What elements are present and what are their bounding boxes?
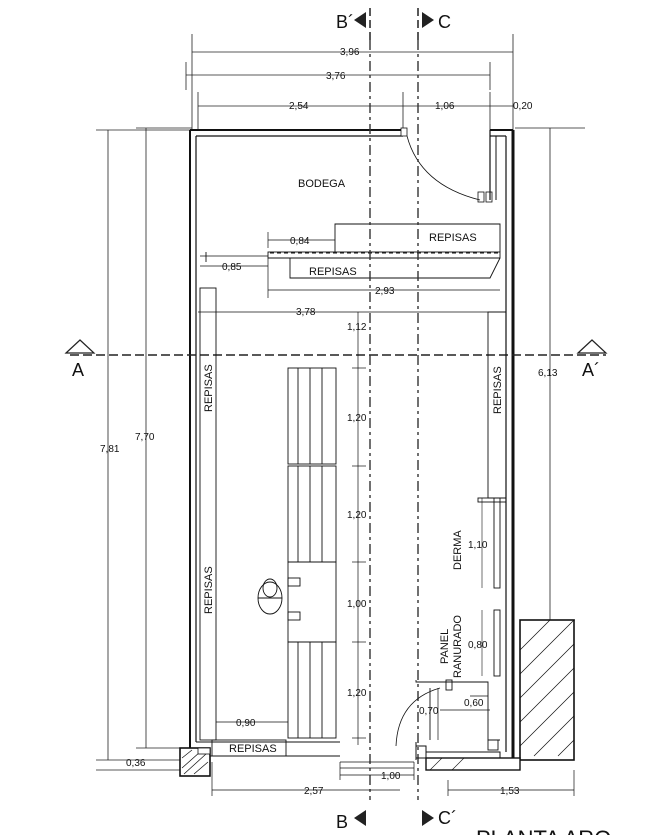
outer-walls (189, 129, 515, 760)
dim-right-height: 6,13 (538, 368, 558, 379)
dim-room-width: 3,78 (296, 307, 316, 318)
dim-bottom-width: 2,57 (304, 786, 324, 797)
plan-title: PLANTA ARQ (476, 826, 611, 835)
derma-unit (477, 497, 507, 589)
label-ranurado: RANURADO (452, 615, 464, 678)
central-tables (287, 367, 337, 739)
dim-table-2: 1,20 (347, 510, 367, 521)
room-bodega: BODEGA (298, 178, 346, 190)
dim-gap-1: 1,12 (347, 322, 367, 333)
center-dimensions (352, 312, 366, 745)
section-marker-c-bottom (422, 810, 434, 826)
dim-shelf-width: 2,93 (375, 286, 395, 297)
section-b-top-label: B´ (336, 12, 354, 32)
section-marker-c-top: C (417, 8, 451, 40)
dim-door-segment: 1,06 (435, 101, 455, 112)
left-dimensions (96, 127, 192, 771)
label-panel: PANEL (439, 629, 451, 664)
dim-right-step: 1,53 (500, 786, 520, 797)
dim-shelf-offset: 0,84 (290, 236, 310, 247)
bottom-dimensions (211, 761, 575, 796)
chair-icon (257, 577, 301, 621)
label-repisas-bottom: REPISAS (229, 743, 277, 755)
section-c-top-label: C (438, 12, 451, 32)
dim-table-1: 1,20 (347, 413, 367, 424)
dim-door-depth: 0,60 (464, 698, 484, 709)
dim-left-segment: 2,54 (289, 101, 309, 112)
bottom-right-room (395, 679, 500, 751)
section-a-prime-label: A´ (582, 360, 600, 380)
section-marker-b-bottom (354, 810, 366, 826)
label-derma: DERMA (452, 530, 464, 570)
dim-door-width: 0,70 (419, 706, 439, 717)
label-repisas-shelf: REPISAS (309, 266, 357, 278)
dim-bottom-left: 0,90 (236, 718, 256, 729)
section-a-label: A (72, 360, 84, 380)
dim-inner-width: 3,76 (326, 71, 346, 82)
section-b-bottom-label: B (336, 812, 348, 832)
bottom-walls (196, 739, 501, 760)
dim-entrance-width: 1,00 (381, 771, 401, 782)
top-dimensions (185, 34, 514, 130)
dim-total-width: 3,96 (340, 47, 360, 58)
label-repisas-left-upper: REPISAS (203, 364, 215, 412)
dim-right-segment: 0,20 (513, 101, 533, 112)
left-shelves (199, 287, 217, 741)
label-repisas-top: REPISAS (429, 232, 477, 244)
dim-panel-len: 0,80 (468, 640, 488, 651)
dim-shelf-left: 0,85 (222, 262, 242, 273)
top-door (406, 135, 493, 203)
section-line-a (64, 339, 608, 356)
dim-bottom-height: 0,36 (126, 758, 146, 769)
section-c-bottom-label: C´ (438, 808, 457, 828)
dim-left-inner: 7,70 (135, 432, 155, 443)
column-blocks (179, 619, 575, 777)
dim-table-3: 1,20 (347, 688, 367, 699)
panel-unit (481, 609, 501, 677)
dim-gap-2: 1,00 (347, 599, 367, 610)
dim-derma-len: 1,10 (468, 540, 488, 551)
label-repisas-right: REPISAS (492, 366, 504, 414)
section-marker-b-top: B´ (336, 8, 371, 40)
dim-left-outer: 7,81 (100, 444, 120, 455)
label-repisas-left-lower: REPISAS (203, 566, 215, 614)
